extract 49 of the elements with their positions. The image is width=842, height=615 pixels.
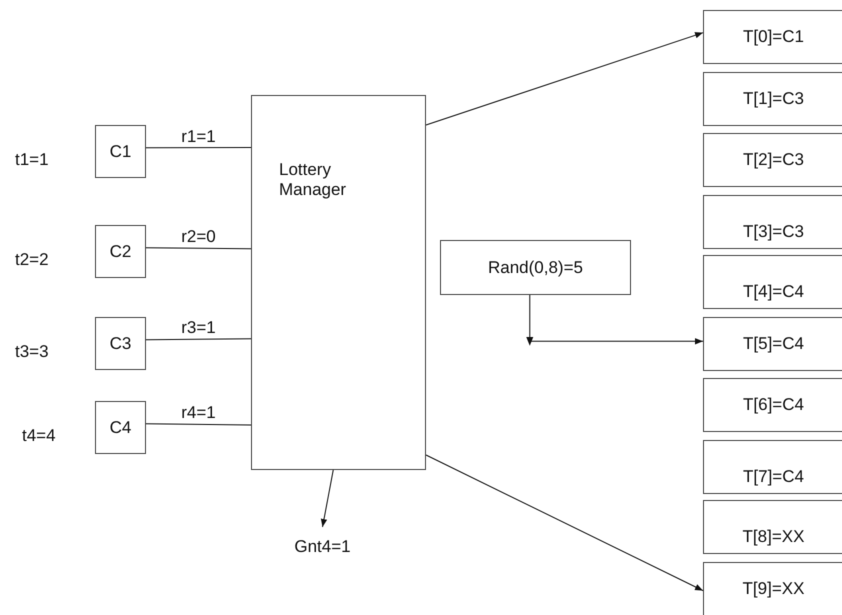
table-slot-box [703, 500, 842, 554]
node-label: T[8]=XX [742, 527, 804, 547]
edge-label: r2=0 [181, 227, 216, 248]
node-label: T[1]=C3 [743, 89, 804, 109]
arrow [320, 470, 334, 528]
node-label: C3 [110, 334, 132, 354]
arrow [426, 32, 704, 126]
node-label: T[6]=C4 [743, 395, 804, 415]
process-box [440, 240, 631, 295]
node-label: T[9]=XX [742, 579, 804, 599]
node-label: C2 [110, 242, 132, 262]
output-label: Gnt4=1 [294, 537, 351, 557]
process-box [95, 401, 146, 454]
node-label: T[2]=C3 [743, 150, 804, 170]
process-box [95, 225, 146, 278]
connector-line [146, 247, 252, 250]
process-box [95, 317, 146, 370]
node-label: T[4]=C4 [743, 282, 804, 302]
connector-line [146, 338, 252, 340]
ticket-count-label: t3=3 [15, 342, 49, 362]
node-label: C4 [110, 418, 132, 438]
arrow [426, 454, 704, 592]
node-label: T[0]=C1 [743, 27, 804, 47]
node-label: T[3]=C3 [743, 222, 804, 242]
edge-label: r1=1 [181, 126, 216, 147]
table-slot-box [703, 195, 842, 249]
node-label: Rand(0,8)=5 [488, 258, 583, 278]
table-slot-box [703, 133, 842, 187]
connector-line [146, 423, 252, 426]
node-label: T[7]=C4 [743, 467, 804, 487]
process-box [95, 125, 146, 178]
table-slot-box [703, 10, 842, 64]
node-label: T[5]=C4 [743, 334, 804, 354]
table-slot-box [703, 440, 842, 494]
ticket-count-label: t4=4 [22, 426, 56, 446]
table-slot-box [703, 255, 842, 309]
table-slot-box [703, 72, 842, 126]
ticket-count-label: t1=1 [15, 150, 49, 170]
connector-line [146, 147, 252, 148]
table-slot-box [703, 562, 842, 615]
arrow [526, 294, 704, 346]
table-slot-box [703, 317, 842, 371]
table-slot-box [703, 378, 842, 432]
node-label: C1 [110, 142, 132, 162]
edge-label: r3=1 [181, 318, 216, 338]
process-box [251, 95, 426, 470]
ticket-count-label: t2=2 [15, 250, 49, 270]
edge-label: r4=1 [181, 403, 216, 424]
node-label: Lottery Manager [279, 160, 348, 200]
